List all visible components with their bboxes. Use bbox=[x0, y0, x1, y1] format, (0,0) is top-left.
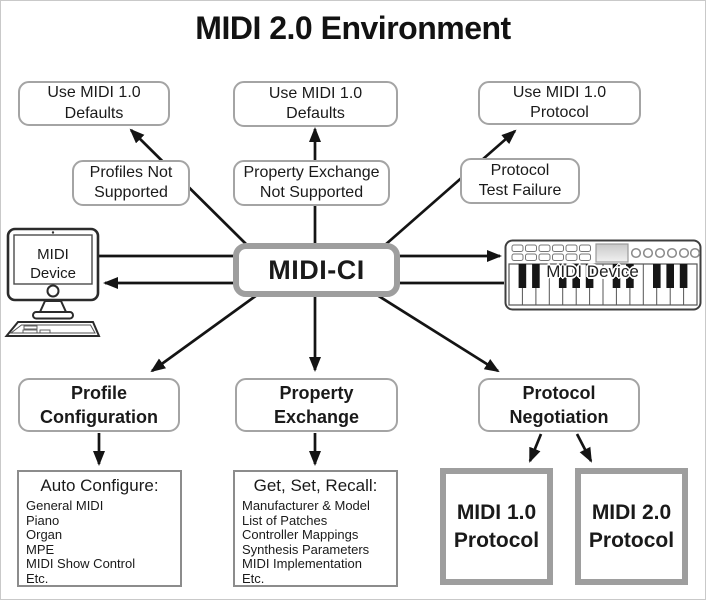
box-use-midi10-defaults-center: Use MIDI 1.0 Defaults bbox=[233, 81, 398, 127]
arrow-ci-to-protocol-negotiation bbox=[376, 293, 500, 373]
diagram-title: MIDI 2.0 Environment bbox=[195, 10, 511, 46]
box-line: Use MIDI 1.0 bbox=[47, 84, 141, 101]
box-get-set-recall-list: Get, Set, Recall: Manufacturer & Model L… bbox=[233, 470, 398, 587]
box-profiles-not-supported: Profiles Not Supported bbox=[72, 160, 190, 206]
box-profile-configuration: Profile Configuration bbox=[18, 378, 180, 432]
list-item: MPE bbox=[26, 541, 55, 557]
box-midi-20-protocol: MIDI 2.0 Protocol bbox=[575, 468, 688, 585]
box-protocol-negotiation: Protocol Negotiation bbox=[478, 378, 640, 432]
device-label-line: Device bbox=[30, 265, 76, 282]
midi-keyboard-icon bbox=[504, 239, 702, 311]
arrow-protocol-negotiation-to-midi2 bbox=[575, 433, 593, 463]
box-line: Profiles Not bbox=[89, 163, 173, 181]
box-use-midi10-protocol: Use MIDI 1.0 Protocol bbox=[478, 81, 641, 125]
knob-row bbox=[630, 247, 701, 259]
arrow-ci-to-protocol-fallback bbox=[384, 129, 517, 247]
list-item: List of Patches bbox=[242, 512, 328, 528]
box-use-midi10-defaults-left: Use MIDI 1.0 Defaults bbox=[18, 81, 170, 126]
box-property-exchange: Property Exchange bbox=[235, 378, 398, 432]
list-item: Etc. bbox=[26, 570, 49, 586]
list-header: Auto Configure: bbox=[40, 476, 159, 495]
list-item: Etc. bbox=[242, 570, 265, 586]
box-line: Protocol bbox=[453, 528, 540, 552]
box-line: MIDI 2.0 bbox=[591, 500, 672, 524]
box-line: MIDI 1.0 bbox=[456, 500, 537, 524]
hub-label: MIDI-CI bbox=[268, 254, 365, 285]
arrow-protocol-negotiation-to-midi1 bbox=[528, 433, 543, 463]
box-line: Use MIDI 1.0 bbox=[512, 83, 607, 101]
piano-black-keys bbox=[518, 264, 688, 288]
arrow-ci-to-profile-config bbox=[150, 293, 258, 373]
list-item: MIDI Show Control bbox=[26, 556, 136, 572]
box-line: Exchange bbox=[273, 407, 360, 427]
list-item: Controller Mappings bbox=[242, 527, 359, 543]
list-header: Get, Set, Recall: bbox=[253, 476, 378, 495]
button-cluster bbox=[511, 244, 591, 261]
list-item: MIDI Implementation bbox=[242, 556, 362, 572]
box-line: Defaults bbox=[286, 105, 345, 122]
box-line: Property bbox=[279, 383, 354, 403]
device-label-line: MIDI bbox=[37, 246, 69, 263]
right-device-label: MIDI Device bbox=[546, 262, 639, 281]
get-set-recall-items: Manufacturer & Model List of Patches Con… bbox=[235, 498, 396, 587]
list-item: Manufacturer & Model bbox=[242, 498, 370, 513]
lcd-display bbox=[595, 243, 629, 263]
box-line: Protocol bbox=[588, 528, 675, 552]
desktop-computer-icon bbox=[4, 227, 101, 337]
box-auto-configure-list: Auto Configure: General MIDI Piano Organ… bbox=[17, 470, 182, 587]
box-line: Defaults bbox=[64, 104, 124, 122]
list-item: General MIDI bbox=[26, 498, 104, 513]
left-device-label: MIDI Device bbox=[8, 245, 98, 283]
box-line: Profile bbox=[70, 383, 127, 403]
box-line: Configuration bbox=[40, 407, 158, 427]
box-midi-10-protocol: MIDI 1.0 Protocol bbox=[440, 468, 553, 585]
box-line: Protocol bbox=[530, 104, 589, 121]
list-item: Piano bbox=[26, 512, 60, 528]
box-line: Not Supported bbox=[259, 184, 364, 201]
list-item: Synthesis Parameters bbox=[242, 541, 370, 557]
box-line: Protocol bbox=[490, 161, 550, 179]
midi-ci-hub-box: MIDI-CI bbox=[233, 243, 400, 297]
box-line: Supported bbox=[94, 184, 168, 201]
box-line: Protocol bbox=[522, 383, 596, 403]
box-protocol-test-failure: Protocol Test Failure bbox=[460, 158, 580, 204]
list-item: Organ bbox=[26, 527, 63, 543]
box-line: Test Failure bbox=[478, 182, 562, 199]
box-line: Negotiation bbox=[509, 407, 609, 427]
box-line: Use MIDI 1.0 bbox=[268, 84, 363, 102]
auto-configure-items: General MIDI Piano Organ MPE MIDI Show C… bbox=[19, 498, 180, 587]
box-line: Property Exchange bbox=[243, 163, 380, 181]
box-property-exchange-not-supported: Property Exchange Not Supported bbox=[233, 160, 390, 206]
